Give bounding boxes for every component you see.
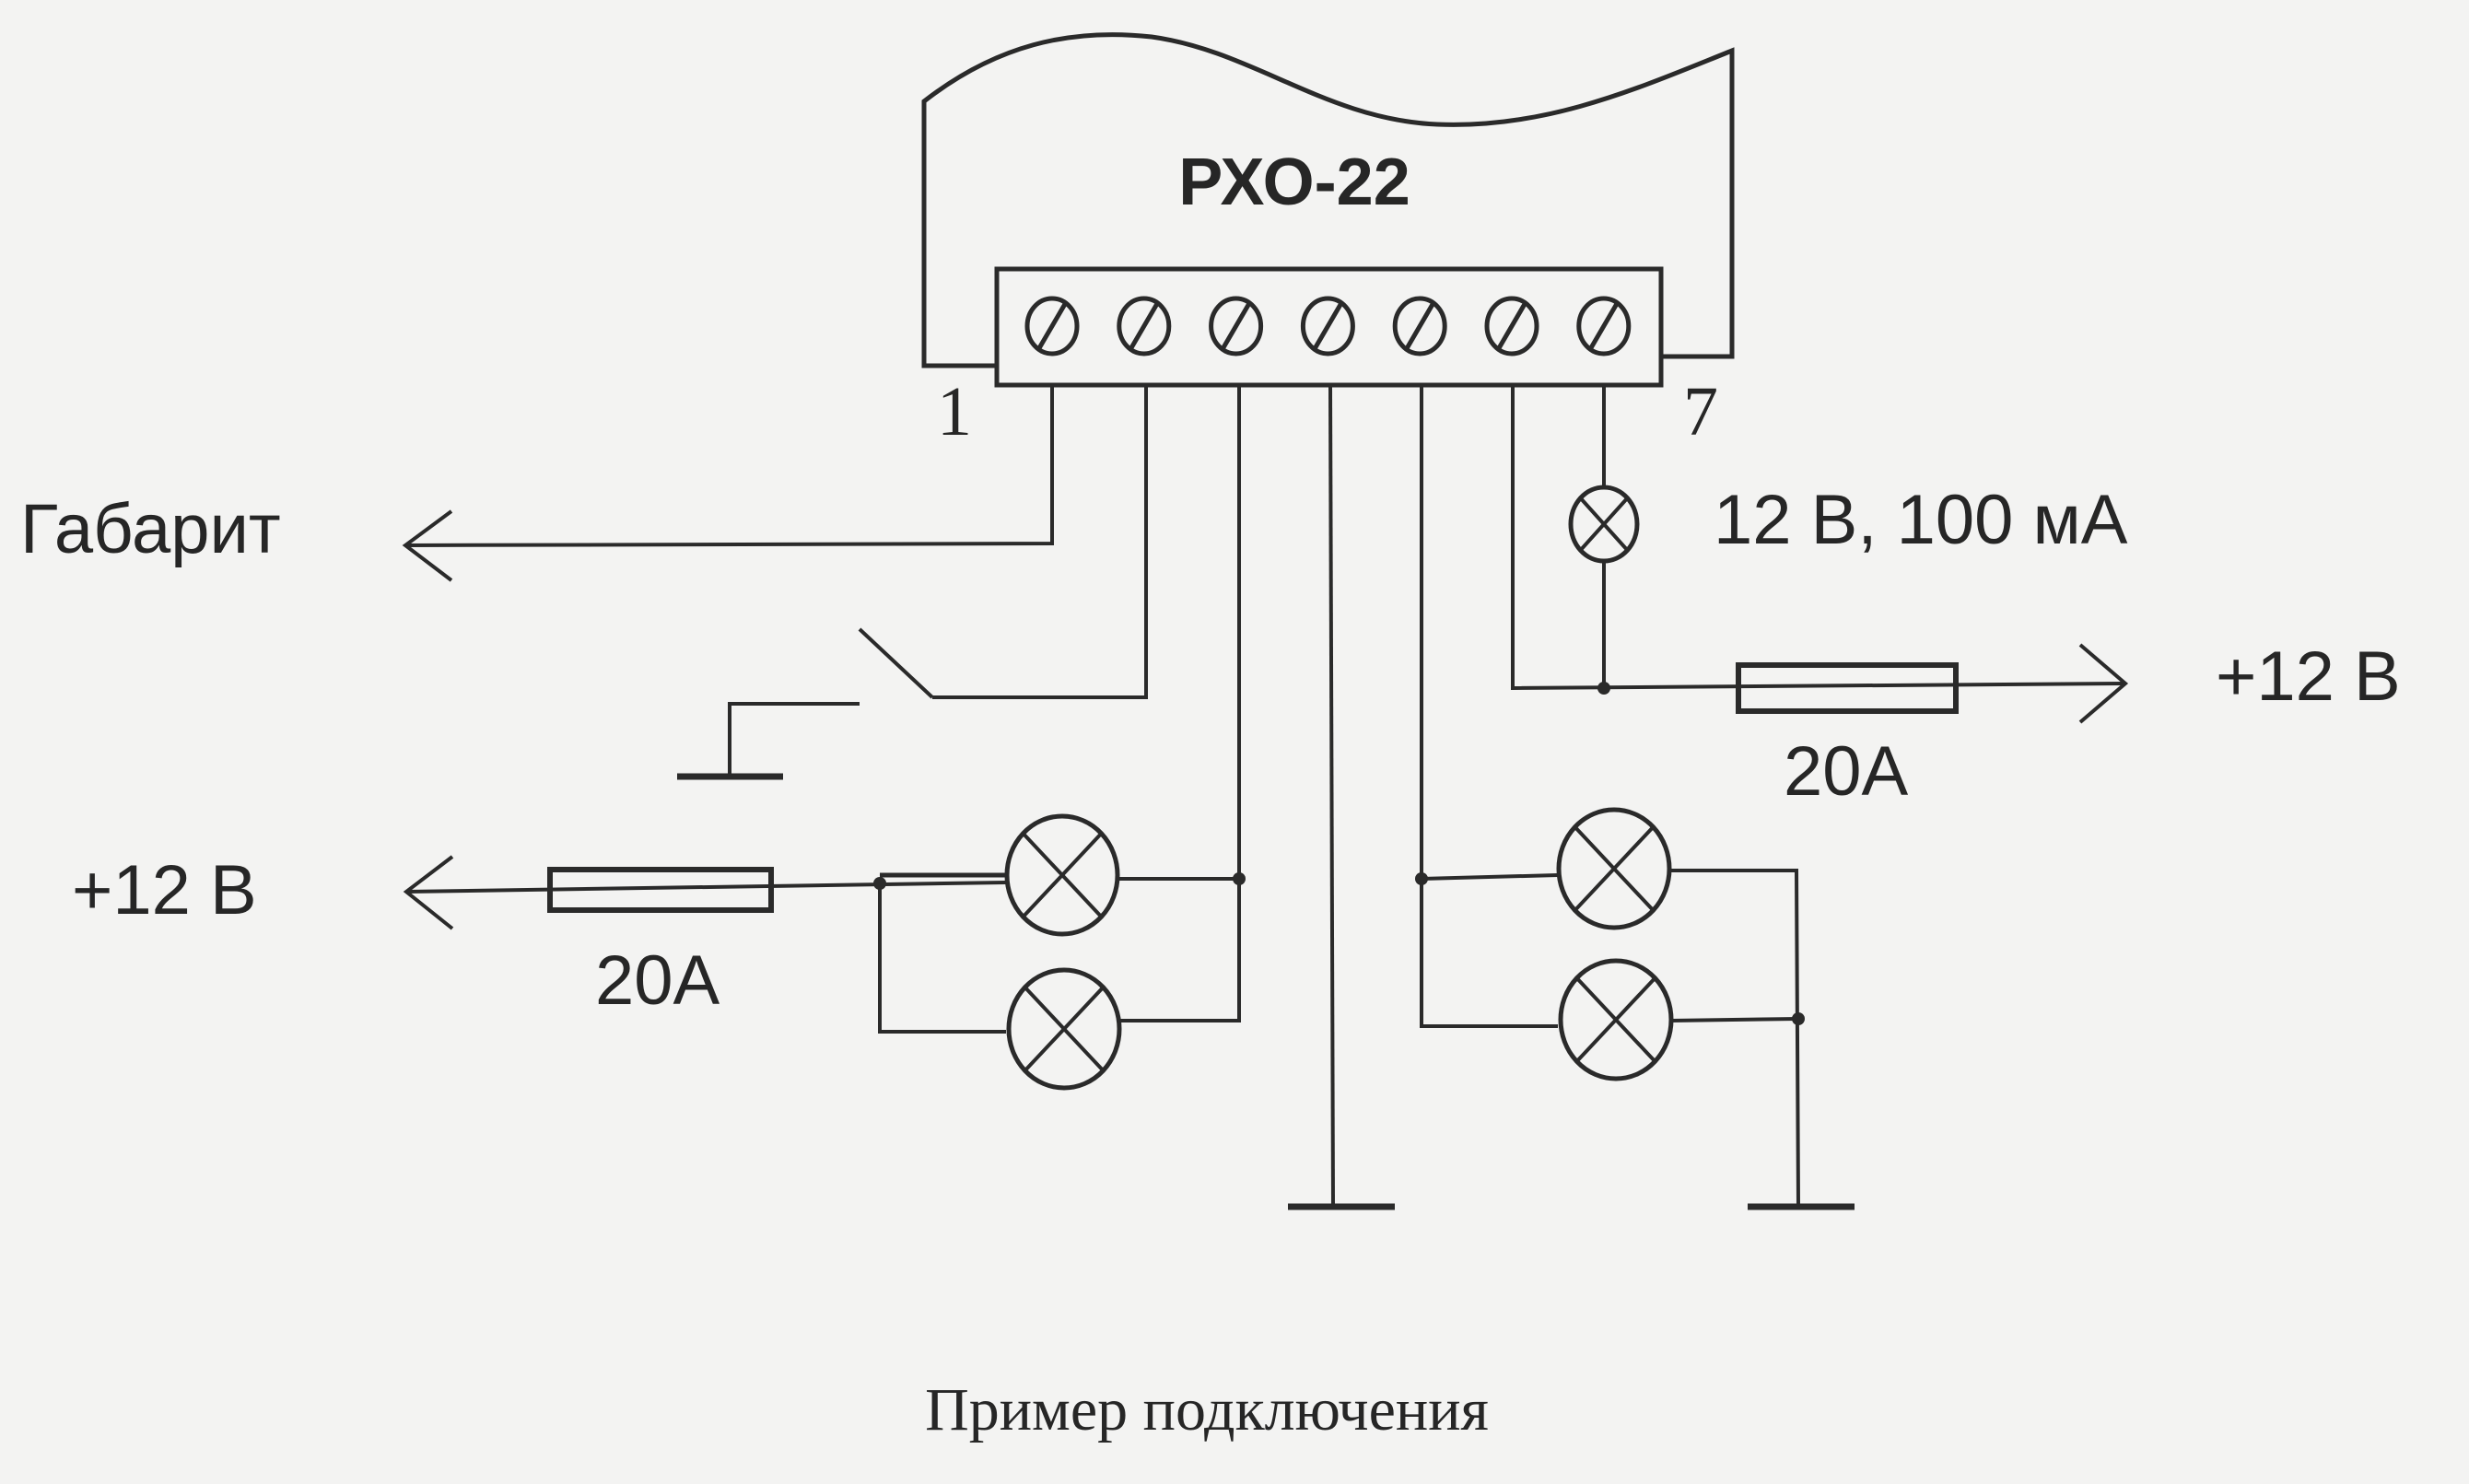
lamp-icon <box>1568 485 1640 564</box>
terminal-screw-icon <box>1300 296 1355 356</box>
wire-terminal-2 <box>932 386 1148 699</box>
wire-left-parallel <box>878 883 1006 1034</box>
wire-terminal-5 <box>1420 386 1558 1028</box>
switch-contact <box>728 702 860 776</box>
device-name: РХО-22 <box>1178 146 1410 219</box>
wire-left-supply <box>405 881 1007 894</box>
label-left-fuse: 20А <box>595 941 720 1020</box>
lamp-indicator <box>1568 485 1640 564</box>
terminal-screws <box>1024 296 1632 356</box>
fuse-right <box>1736 662 1959 714</box>
module-outline <box>921 32 1735 368</box>
arrow-right-supply <box>2078 643 2129 724</box>
junction-dot <box>1597 682 1610 695</box>
terminal-screw-icon <box>1209 296 1264 356</box>
terminal-block <box>994 266 1664 388</box>
label-gabarit: Габарит <box>20 490 281 568</box>
lamp-left-upper <box>880 813 1120 937</box>
lamp-right-upper <box>1556 807 1672 930</box>
terminal-screw-icon <box>1392 296 1447 356</box>
wire-terminal-3 <box>1118 386 1241 1022</box>
wire-lamp-lower-right-out <box>1669 1017 1799 1022</box>
label-right-supply: +12 В <box>2216 637 2401 716</box>
terminal-label-first: 1 <box>937 373 972 450</box>
terminal-label-last: 7 <box>1683 373 1718 450</box>
label-right-fuse: 20А <box>1784 732 1909 811</box>
lamp-left-lower <box>1006 967 1122 1091</box>
wire-lamp-upper-right-in <box>1421 873 1559 881</box>
terminal-screw-icon <box>1117 296 1172 356</box>
lamp-right-lower <box>1558 958 1674 1081</box>
wire-right-lamps-return <box>1670 869 1800 1208</box>
junction-dot <box>1792 1012 1805 1025</box>
arrow-gabarit <box>402 509 453 582</box>
terminal-screw-icon <box>1576 296 1632 356</box>
wire-terminal-6 <box>1511 386 2126 691</box>
terminal-screw-icon <box>1024 296 1080 356</box>
caption: Пример подключения <box>925 1376 1489 1443</box>
lamp-icon <box>1556 807 1672 930</box>
wire-terminal-4 <box>1328 385 1335 1208</box>
fuse-left <box>547 867 774 913</box>
wire-terminal-1 <box>404 386 1054 547</box>
terminal-screw-icon <box>1484 296 1539 356</box>
lamp-icon <box>1006 967 1122 1091</box>
label-indicator-lamp: 12 В, 100 мА <box>1714 481 2128 559</box>
switch-blade <box>858 627 934 699</box>
arrow-left-supply <box>403 855 454 930</box>
label-left-supply: +12 В <box>72 851 257 929</box>
